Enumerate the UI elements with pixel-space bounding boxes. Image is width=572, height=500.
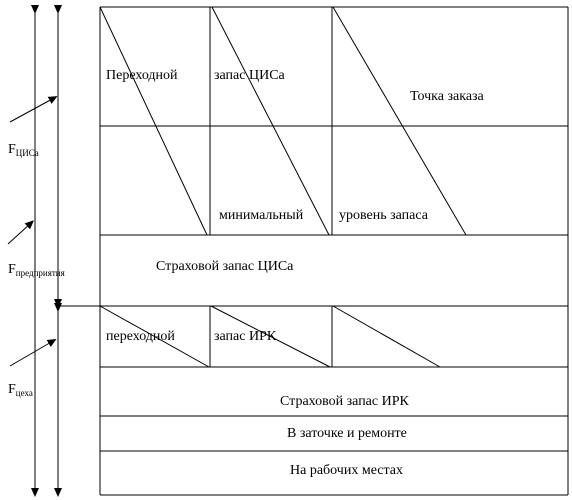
diagonal-top-3 <box>332 6 467 236</box>
label-minimalny: минимальный <box>219 208 304 223</box>
fund-label-predpriyatiya-main: F <box>8 262 16 277</box>
label-v-zatochke: В заточке и ремонте <box>287 426 407 441</box>
label-zapas-cisa: запас ЦИСа <box>214 68 285 83</box>
pointer-arrow-shop <box>9 338 57 367</box>
label-perekhodnoy-cisa: Переходной <box>106 68 178 83</box>
label-perekhodnoy-irk: переходной <box>106 329 175 344</box>
diagonal-lower-3 <box>332 305 441 368</box>
fund-label-tsekha: Fцеха <box>8 382 33 401</box>
diagonal-lower-2 <box>210 305 331 368</box>
label-strakhovoy-irk: Страховой запас ИРК <box>280 394 409 409</box>
pointer-arrow-cisa <box>9 96 58 123</box>
label-tochka-zakaza: Точка заказа <box>410 89 484 104</box>
diagonal-top-2 <box>211 6 330 236</box>
fund-label-cisa-main: F <box>8 142 16 157</box>
fund-label-cisa-sub: ЦИСа <box>15 148 39 158</box>
label-strakhovoy-cisa: Страховой запас ЦИСа <box>156 259 294 274</box>
label-zapas-irk: запас ИРК <box>214 329 277 344</box>
fund-label-tsekha-sub: цеха <box>15 388 33 398</box>
fund-label-cisa: FЦИСа <box>8 142 39 161</box>
fund-label-predpriyatiya-sub: предприятия <box>15 268 65 278</box>
diagonal-lower-1 <box>99 305 210 368</box>
fund-label-tsekha-main: F <box>8 382 16 397</box>
pointer-arrow-enterprise <box>7 220 34 245</box>
label-uroven-zapasa: уровень запаса <box>339 208 428 223</box>
fund-label-predpriyatiya: Fпредприятия <box>8 262 65 281</box>
label-na-rabochikh: На рабочих местах <box>290 463 403 478</box>
diagonal-top-1 <box>99 6 208 236</box>
